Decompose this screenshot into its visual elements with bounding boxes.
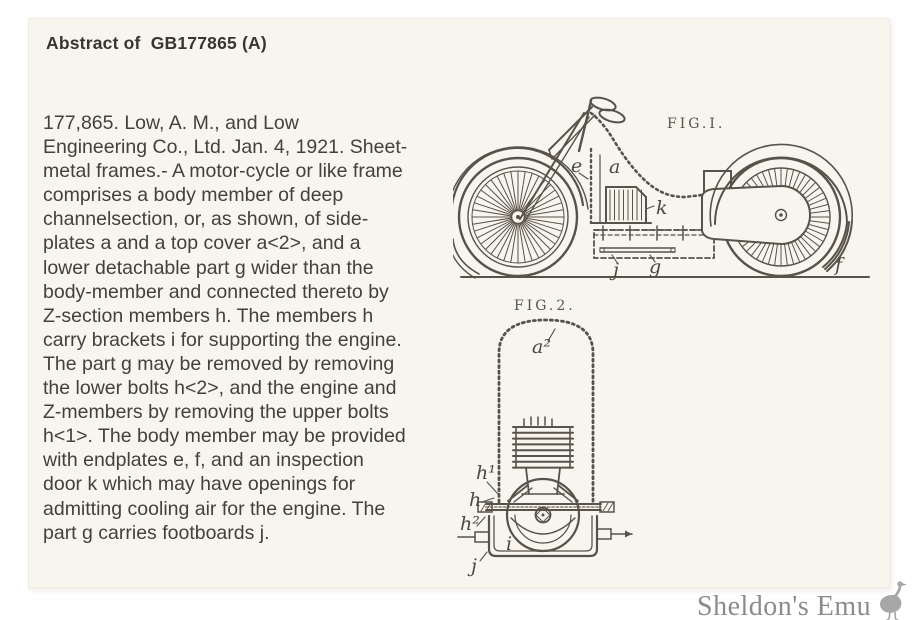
rear-fender <box>709 143 854 272</box>
top-cover-a2 <box>497 318 595 504</box>
bolt-h2-left <box>477 501 493 513</box>
abstract-line: part g carries footboards j. <box>43 521 270 544</box>
handlebar-grip <box>598 108 626 124</box>
fig1-motorcycle-side-view: FIG.I. <box>453 96 870 281</box>
fig1-caption: FIG.I. <box>667 116 725 132</box>
abstract-line: Z-section members h. The members h <box>43 304 374 327</box>
fig2-label-h1: h¹ <box>476 462 496 484</box>
abstract-line: Engineering Co., Ltd. Jan. 4, 1921. Shee… <box>43 136 408 159</box>
z-members <box>477 484 615 513</box>
abstract-line: plates a and a top cover a<2>, and a <box>43 232 361 255</box>
fig1-label-j: j <box>609 259 619 281</box>
fig1-label-a: a <box>609 156 620 178</box>
fig1-label-g: g <box>649 256 661 278</box>
abstract-line: the lower bolts h<2>, and the engine and <box>43 377 397 400</box>
abstract-line: Z-members by removing the upper bolts <box>43 401 389 424</box>
abstract-line: carry brackets i for supporting the engi… <box>43 328 402 351</box>
abstract-line: body-member and connected thereto by <box>43 280 389 303</box>
front-wheel <box>457 156 579 278</box>
handlebar-grip <box>589 96 617 112</box>
right-spout <box>596 528 612 540</box>
abstract-line: comprises a body member of deep <box>43 184 344 207</box>
inspection-door <box>605 186 655 224</box>
fig2-caption: FIG.2. <box>514 298 576 314</box>
fig2-label-a2: a² <box>532 336 551 358</box>
front-fender <box>453 146 589 279</box>
swingarm-cover <box>701 184 811 246</box>
fig2-label-h2: h² <box>460 513 480 535</box>
fig1-label-k: k <box>656 197 668 219</box>
fig2-label-h: h <box>469 489 481 511</box>
abstract-text: 177,865. Low, A. M., and Low Engineering… <box>43 111 407 545</box>
page-title: Abstract of GB177865 (A) <box>46 33 267 53</box>
patent-abstract-document: Abstract of GB177865 (A) 177,865. Low, A… <box>28 18 890 588</box>
abstract-line: lower detachable part g wider than the <box>43 256 374 279</box>
watermark-text: Sheldon's Emu <box>697 591 872 620</box>
fig2-frame-cross-section: FIG.2. a² <box>457 298 633 577</box>
abstract-line: metal frames.- A motor-cycle or like fra… <box>43 160 403 183</box>
abstract-line: door k which may have openings for <box>43 473 356 496</box>
fig2-label-j: j <box>467 555 477 577</box>
abstract-line: The part g may be removed by removing <box>43 352 395 375</box>
crankcase <box>505 477 581 553</box>
abstract-line: 177,865. Low, A. M., and Low <box>43 112 299 134</box>
fig1-label-f: f <box>833 254 845 276</box>
abstract-line: channelsection, or, as shown, of side- <box>43 208 369 231</box>
fig1-label-e: e <box>571 155 582 177</box>
front-fork <box>519 96 626 222</box>
bolt-h2-right <box>599 501 615 513</box>
fig2-label-i: i <box>506 533 512 555</box>
engine-cylinder <box>512 416 574 495</box>
arrow-head <box>625 530 632 538</box>
abstract-line: with endplates e, f, and an inspection <box>43 449 364 472</box>
abstract-line: h<1>. The body member may be provided <box>43 425 406 448</box>
lower-tray-g <box>457 514 633 558</box>
emu-icon <box>880 581 908 620</box>
watermark: Sheldon's Emu <box>697 579 908 620</box>
abstract-line: admitting cooling air for the engine. Th… <box>43 497 386 520</box>
